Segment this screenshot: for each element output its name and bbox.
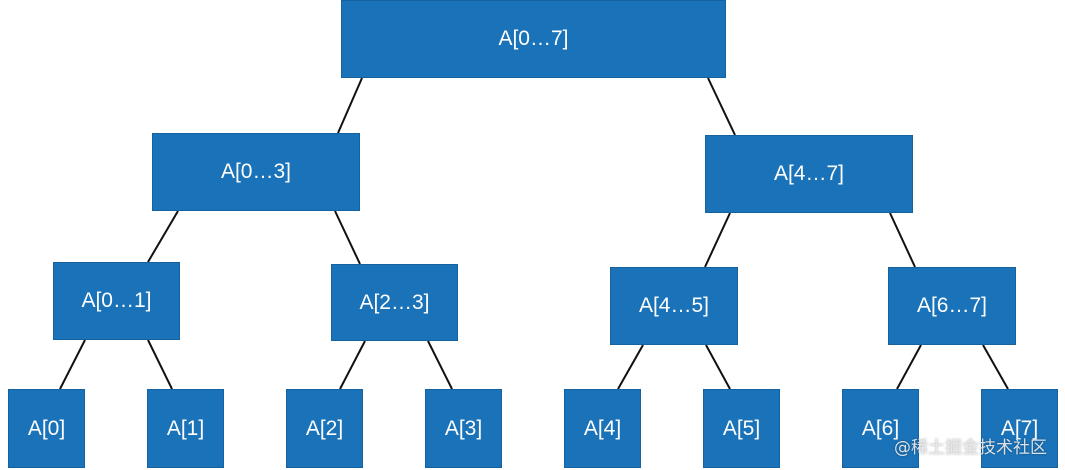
node-a0-1: A[0…1] (53, 262, 180, 340)
node-root: A[0…7] (341, 0, 726, 78)
leaf-a0: A[0] (8, 389, 85, 468)
leaf-a6: A[6] (842, 389, 919, 468)
edge-4to7-right (889, 212, 916, 268)
edge-0to3-right (334, 210, 361, 265)
edge-4to7-left (704, 212, 731, 268)
node-a4-5: A[4…5] (610, 267, 738, 345)
edge-2to3-left (339, 340, 366, 390)
node-a4-7: A[4…7] (705, 135, 913, 213)
leaf-a2: A[2] (286, 389, 363, 468)
leaf-a1: A[1] (147, 389, 224, 468)
edge-root-right (707, 77, 736, 136)
edge-root-left (337, 77, 363, 134)
edge-0to1-right (147, 339, 173, 390)
node-a0-3: A[0…3] (152, 133, 360, 211)
node-a6-7: A[6…7] (888, 267, 1016, 345)
edge-6to7-left (896, 344, 922, 390)
edge-6to7-right (982, 344, 1009, 390)
edge-0to1-left (59, 339, 86, 390)
leaf-a3: A[3] (425, 389, 502, 468)
edge-0to3-left (147, 210, 179, 263)
leaf-a7: A[7] (981, 389, 1058, 468)
edge-4to5-left (617, 344, 644, 390)
leaf-a5: A[5] (703, 389, 780, 468)
edge-4to5-right (705, 344, 731, 390)
node-a2-3: A[2…3] (331, 264, 458, 341)
edge-2to3-right (427, 340, 453, 390)
watermark-text: @稀土掘金技术社区 (894, 438, 1047, 458)
leaf-a4: A[4] (564, 389, 641, 468)
